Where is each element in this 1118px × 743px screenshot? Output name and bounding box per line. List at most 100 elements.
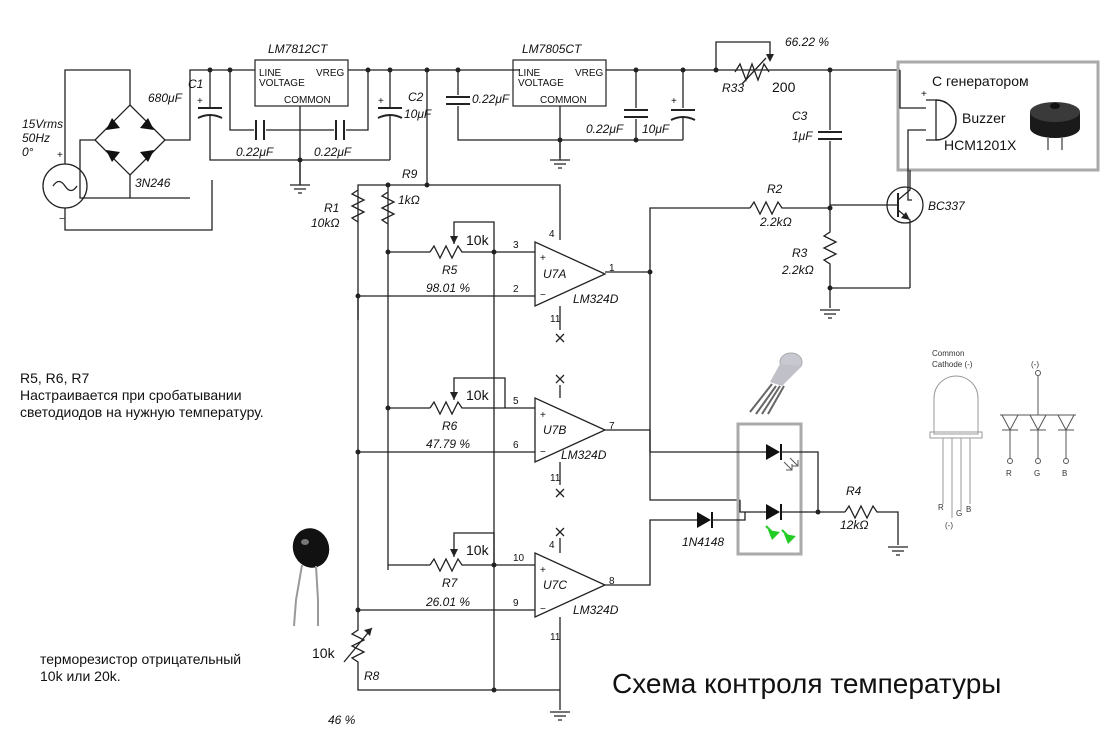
r5-setting: 98.01 % [426,281,470,295]
r6-name: R6 [442,419,458,433]
transistor-label: BC337 [928,199,966,213]
capacitor-c3 [818,70,842,210]
opamp-u7a: + − [358,221,650,343]
diode-1n4148 [695,512,746,528]
u7b-label: U7B [543,423,566,437]
led-red [649,272,819,512]
lm7812-name: LM7812CT [268,42,329,56]
u7c-model: LM324D [573,603,619,617]
u7a-model: LM324D [573,292,619,306]
source-phase: 0° [22,145,34,159]
potentiometer-r33 [715,41,774,85]
resistor-r3 [820,208,910,319]
u7b-pin6: 6 [513,440,519,451]
buzzer-box [896,60,1100,172]
lm7812-vreg-pin: VREG [316,68,345,79]
pinout-g: G [1034,469,1040,478]
r6-setting: 47.79 % [426,437,470,451]
opamp-u7c: + − [358,519,695,721]
capacitor-c1: + [197,70,230,161]
u7c-pin9: 9 [513,598,519,609]
bridge-diode-icon [140,150,154,162]
cap-0-22-d: 0.22μF [586,122,624,136]
r7-name: R7 [442,576,459,590]
u7a-label: U7A [543,267,566,281]
r4-name: R4 [846,484,862,498]
r1-name: R1 [324,201,339,215]
cap-0-22-c: 0.22μF [472,92,510,106]
svg-text:+: + [921,89,927,100]
lm7805-name: LM7805CT [522,42,583,56]
junction-dots [207,67,833,693]
r33-value: 200 [772,79,796,95]
svg-text:−: − [540,604,546,615]
svg-text:+: + [540,410,546,421]
potentiometer-r8 [343,296,494,691]
r33-name: R33 [722,81,744,95]
led-green [739,500,845,544]
buzzer-model: HCM1201X [944,137,1017,153]
svg-text:+: + [57,150,63,161]
svg-text:+: + [540,565,546,576]
calibration-note-line3: светодиодов на нужную температуру. [20,404,264,420]
r6-value: 10k [466,387,490,403]
r3-name: R3 [792,246,808,260]
bridge-rectifier [79,69,230,199]
r2-value: 2.2kΩ [759,215,792,229]
r7-value: 10k [466,542,490,558]
r9-name: R9 [402,167,418,181]
ground-icon [550,159,570,169]
u7a-pin2: 2 [513,284,519,295]
ground-icon [888,546,908,556]
resistor-r1 [350,189,366,223]
buzzer-photo-icon [1030,102,1080,150]
bridge-diode-icon [106,150,120,162]
u7b-model: LM324D [561,448,607,462]
r8-setting: 46 % [328,713,356,727]
ground-icon [290,184,310,194]
u7b-pin7: 7 [609,421,615,432]
source-voltage: 15Vrms [22,117,63,131]
u7a-pin3: 3 [513,240,519,251]
bridge-diode-icon [106,118,120,130]
c1-name: C1 [188,77,203,91]
buzzer-caption: С генератором [932,73,1029,89]
svg-text:−: − [540,290,546,301]
u7b-pin11: 11 [550,473,561,484]
pinout-led-minus: (-) [945,521,953,530]
u7c-pin10: 10 [513,553,525,564]
u7c-pin4: 4 [549,540,555,551]
lm7805-vreg-pin: VREG [575,68,604,79]
r1-value: 10kΩ [311,216,339,230]
cap-0-22-a: 0.22μF [236,145,274,159]
u7a-pin1: 1 [609,263,615,274]
pinout-caption-1: Common [932,349,964,358]
cap-10u: 10μF [642,122,670,136]
u7c-label: U7C [543,578,567,592]
lm7805-line-pin: LINE [518,68,541,79]
pinout-led-b: B [966,505,971,514]
calibration-note: R5, R6, R7 Настраивается при сробатывани… [20,370,264,421]
capacitor-c2: + [377,70,403,160]
bridge-diode-icon [140,118,154,130]
svg-text:+: + [671,96,677,107]
pinout-minus-top: (-) [1031,360,1039,369]
r33-setting: 66.22 % [785,35,829,49]
diode-label: 1N4148 [682,535,724,549]
regulator-lm7805: + [446,59,900,169]
r2-name: R2 [767,182,783,196]
thermistor-note-line2: 10k или 20k. [40,668,121,684]
r4-value: 12kΩ [840,518,868,532]
diagram-title: Схема контроля температуры [612,668,1002,699]
r8-name: R8 [364,669,380,683]
svg-text:−: − [59,214,65,225]
transistor-bc337 [830,170,924,288]
ac-source: + − [42,69,213,231]
bridge-label: 3N246 [135,176,171,190]
led-box [736,422,803,556]
resistor-r4 [844,504,908,556]
c3-name: C3 [792,109,808,123]
svg-text:+: + [540,253,546,264]
